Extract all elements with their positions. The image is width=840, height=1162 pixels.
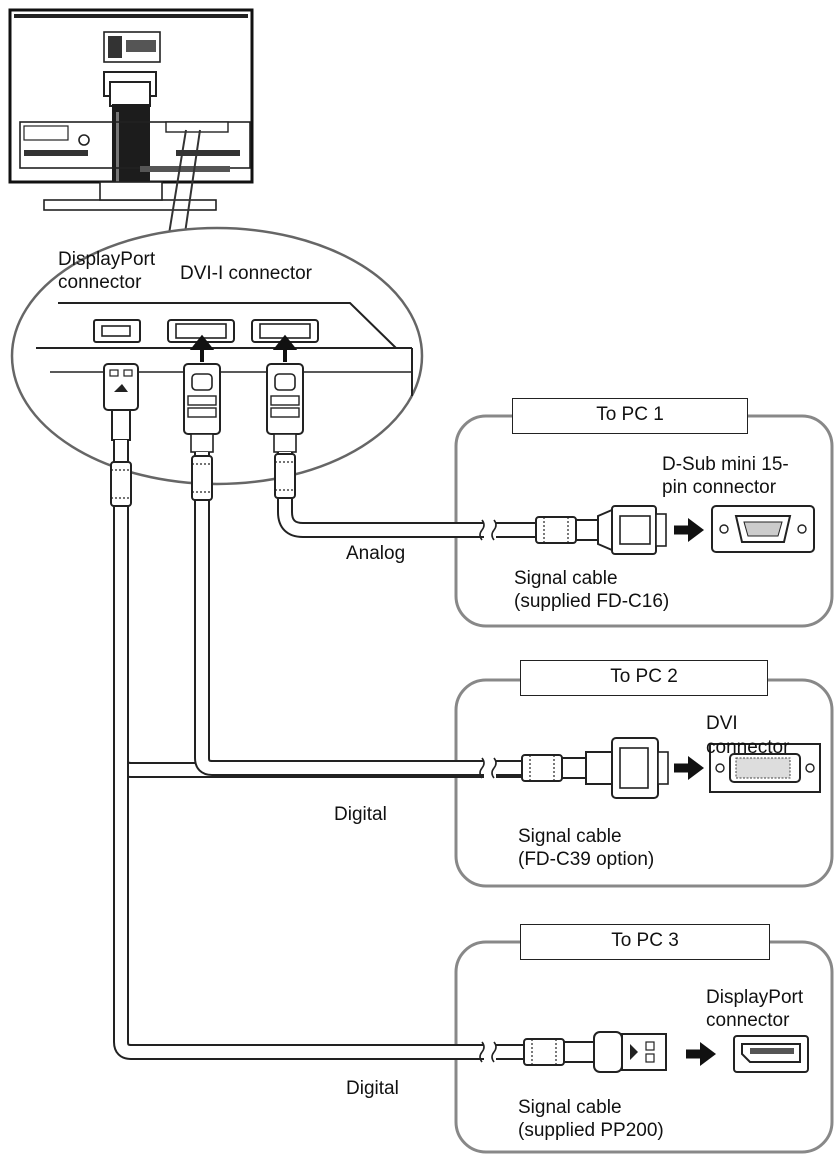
pc1-heading: To PC 1 bbox=[512, 398, 748, 434]
pc1-signal-type: Analog bbox=[346, 543, 406, 564]
pc2-connector-label-line1: DVI bbox=[706, 713, 738, 734]
pc1-arrow bbox=[688, 518, 704, 542]
pc3-cable-caption-line2: (supplied PP200) bbox=[518, 1120, 664, 1141]
pc2-heading: To PC 2 bbox=[520, 660, 768, 696]
displayport-plug-pc-side bbox=[563, 1031, 667, 1073]
pc2-cable-caption-line1: Signal cable bbox=[518, 826, 622, 847]
monitor-rear bbox=[8, 8, 254, 241]
pc2-cable-caption-line2: (FD-C39 option) bbox=[518, 849, 655, 870]
pc2-signal-type: Digital bbox=[334, 804, 387, 825]
dsub-plug-pc-side bbox=[575, 505, 667, 555]
pc1-connector-label-line1: D-Sub mini 15- bbox=[662, 454, 789, 475]
insert-arrows bbox=[189, 334, 298, 362]
displayport-connector-label-line2: connector bbox=[58, 272, 142, 293]
displayport-connector-label-line1: DisplayPort bbox=[58, 249, 156, 270]
dvi-plug-pc-side bbox=[561, 737, 669, 799]
pc2-arrow bbox=[688, 756, 704, 780]
cable-breaks bbox=[479, 519, 497, 1063]
displayport-connector-pc bbox=[733, 1035, 809, 1073]
displayport-plug-monitor-side bbox=[103, 363, 139, 441]
pc1-cable-caption-line1: Signal cable bbox=[514, 568, 618, 589]
pc3-connector-label-line1: DisplayPort bbox=[706, 987, 804, 1008]
pc3-signal-type: Digital bbox=[346, 1078, 399, 1099]
pc2-connector-label-line2: connector bbox=[706, 737, 790, 758]
pc1-connector-label-line2: pin connector bbox=[662, 477, 777, 498]
connector-panel-detail bbox=[36, 302, 413, 396]
dsub-connector-pc bbox=[711, 505, 815, 553]
pc3-cable-caption-line1: Signal cable bbox=[518, 1097, 622, 1118]
dvi-connector-label: DVI-I connector bbox=[180, 263, 312, 284]
pc3-connector-label-line2: connector bbox=[706, 1010, 790, 1031]
pc3-heading: To PC 3 bbox=[520, 924, 770, 960]
pc1-cable-caption-line2: (supplied FD-C16) bbox=[514, 591, 670, 612]
dvi-connector-pc bbox=[709, 743, 821, 793]
pc3-arrow bbox=[700, 1042, 716, 1066]
